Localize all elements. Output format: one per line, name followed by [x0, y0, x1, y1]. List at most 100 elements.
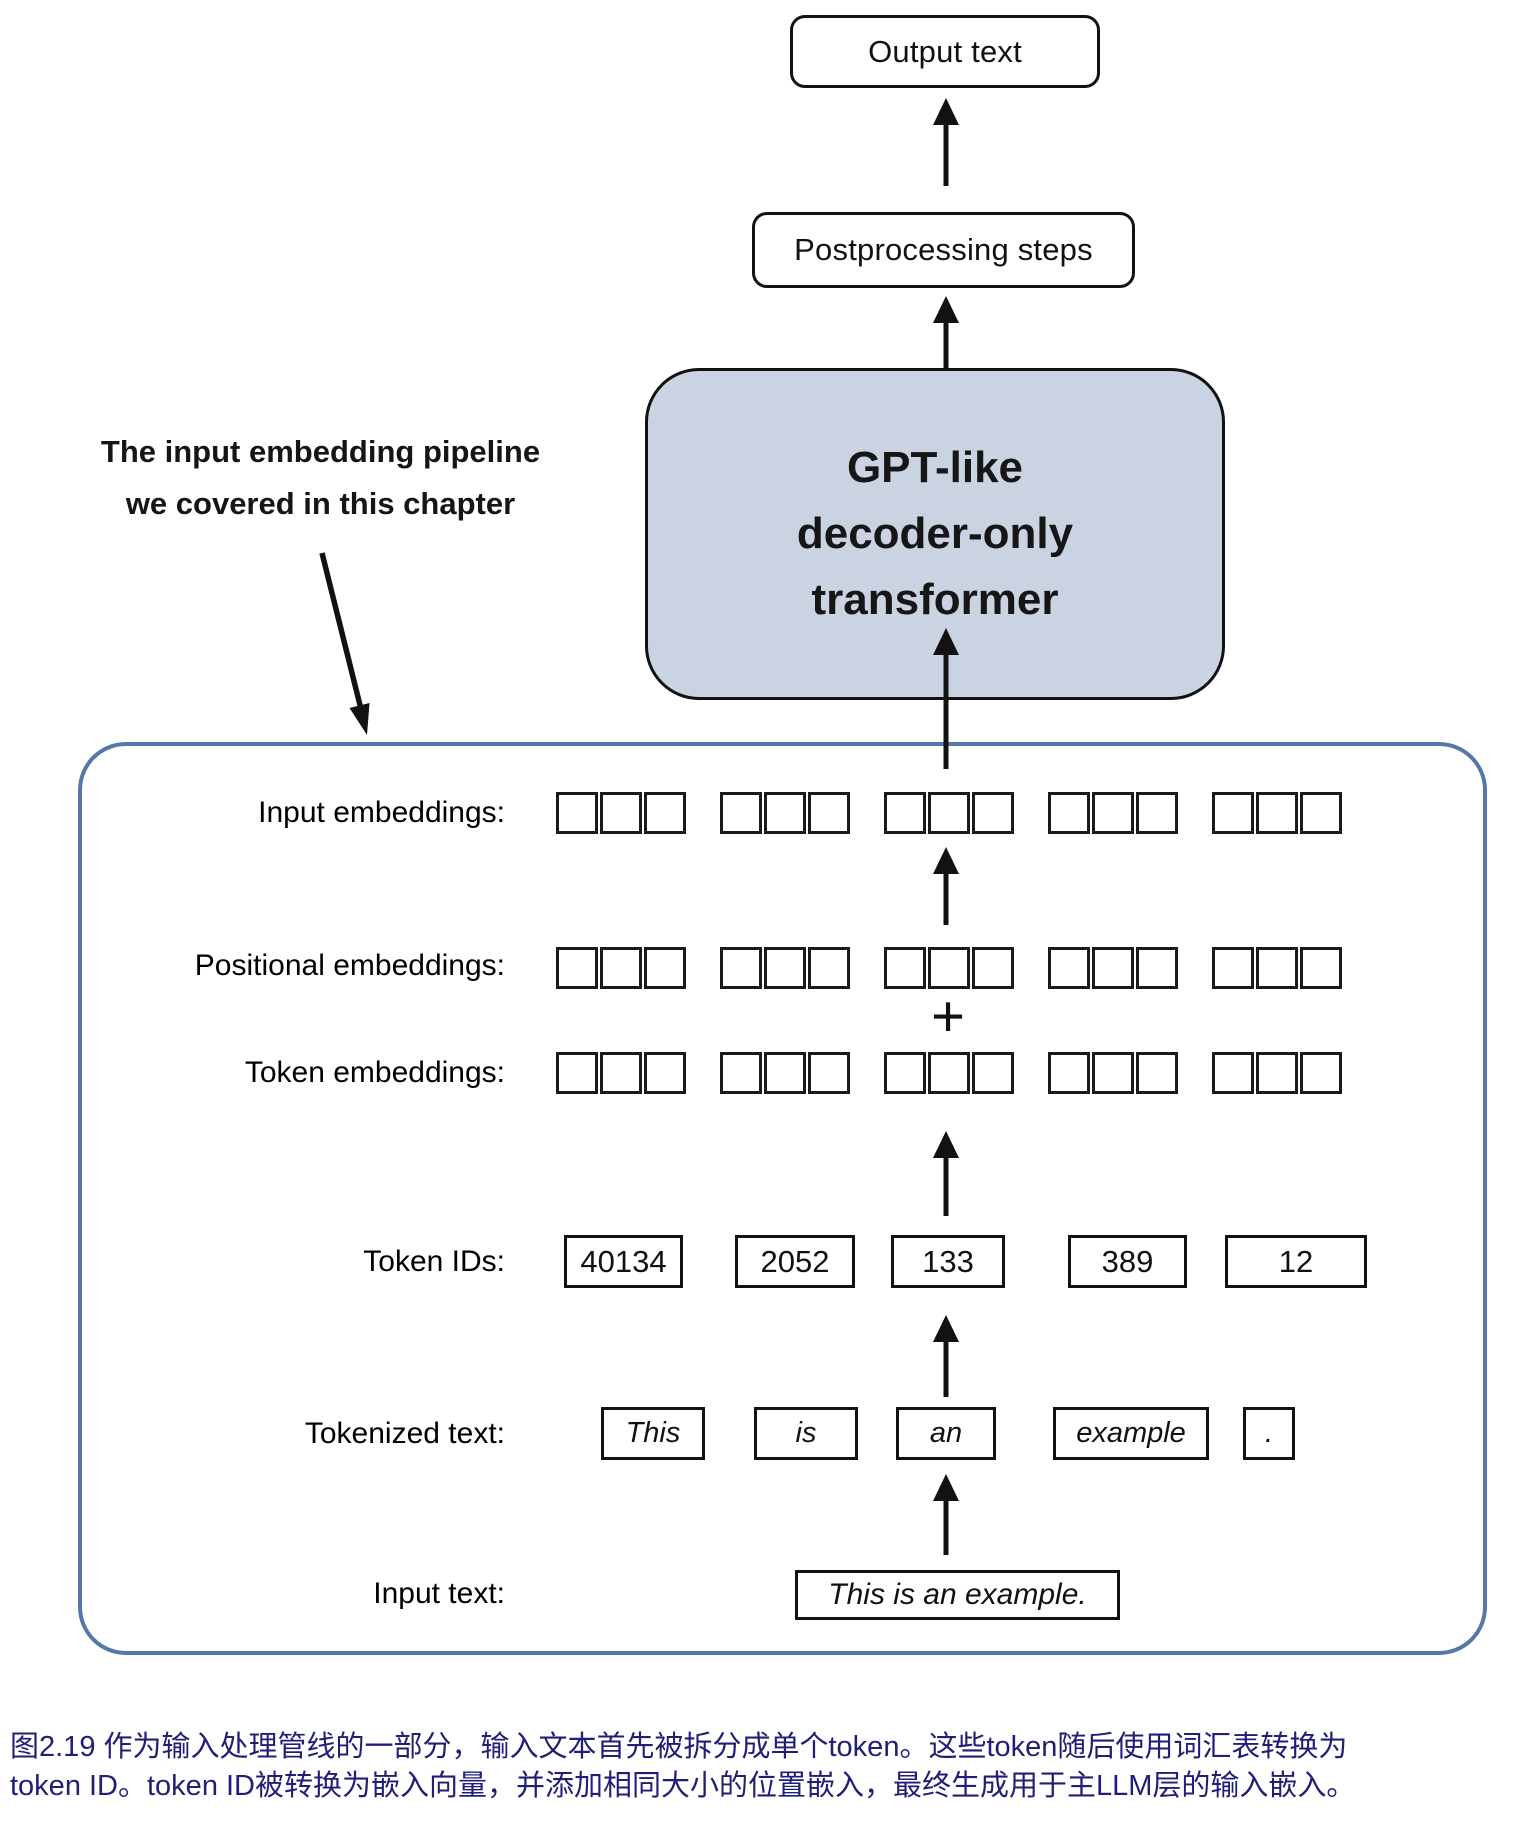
embedding-cell — [808, 947, 850, 989]
label-positional-embeddings: Positional embeddings: — [194, 949, 505, 982]
token-id-value: 2052 — [760, 1243, 830, 1279]
caption-line-1: 图2.19 作为输入处理管线的一部分，输入文本首先被拆分成单个token。这些t… — [10, 1731, 1348, 1763]
token-id-value: 389 — [1101, 1243, 1154, 1279]
embedding-cell — [972, 792, 1014, 834]
token-value: This — [625, 1417, 681, 1449]
token-box: . — [1243, 1407, 1295, 1460]
token-value: example — [1076, 1417, 1186, 1449]
token-value: an — [929, 1417, 963, 1449]
embedding-cell — [556, 792, 598, 834]
embedding-cell — [1212, 792, 1254, 834]
embedding-cell — [972, 1052, 1014, 1094]
embedding-cell — [884, 792, 926, 834]
embedding-cell — [1300, 947, 1342, 989]
embedding-cell — [928, 792, 970, 834]
embedding-cell — [1092, 947, 1134, 989]
token-box: example — [1053, 1407, 1209, 1460]
token-box: an — [896, 1407, 996, 1460]
embedding-cell — [644, 947, 686, 989]
embedding-cell — [928, 947, 970, 989]
embedding-vector-squares — [884, 792, 1014, 834]
embedding-cell — [720, 947, 762, 989]
embedding-cell — [644, 792, 686, 834]
embedding-cell — [884, 1052, 926, 1094]
annotation-note: The input embedding pipeline we covered … — [88, 426, 553, 530]
token-id-value: 12 — [1278, 1243, 1314, 1279]
label-token-ids: Token IDs: — [363, 1245, 505, 1278]
token-value: is — [795, 1417, 817, 1449]
embedding-cell — [1300, 1052, 1342, 1094]
embedding-cell — [1092, 1052, 1134, 1094]
embedding-cell — [884, 947, 926, 989]
embedding-vector-squares — [884, 1052, 1014, 1094]
token-id-box: 12 — [1225, 1235, 1367, 1288]
embedding-cell — [928, 1052, 970, 1094]
label-input-text: Input text: — [373, 1577, 505, 1610]
embedding-cell — [556, 947, 598, 989]
embedding-cell — [1212, 1052, 1254, 1094]
embedding-vector-squares — [720, 947, 850, 989]
caption-line-2: token ID。token ID被转换为嵌入向量，并添加相同大小的位置嵌入，最… — [10, 1770, 1356, 1802]
embedding-vector-squares — [1212, 792, 1342, 834]
embedding-vector-squares — [556, 792, 686, 834]
plus-icon: + — [931, 984, 965, 1049]
embedding-cell — [1256, 1052, 1298, 1094]
token-box: This — [601, 1407, 705, 1460]
gpt-box-line: decoder-only — [796, 509, 1074, 558]
embedding-cell — [600, 947, 642, 989]
embedding-cell — [644, 1052, 686, 1094]
arrow-up-icon — [930, 847, 962, 925]
embedding-cell — [600, 1052, 642, 1094]
embedding-vector-squares — [720, 1052, 850, 1094]
token-id-box: 389 — [1068, 1235, 1187, 1288]
embedding-cell — [764, 792, 806, 834]
embedding-vector-squares — [720, 792, 850, 834]
token-id-box: 2052 — [735, 1235, 855, 1288]
annotation-line-1: The input embedding pipeline — [100, 434, 541, 469]
embedding-vector-squares — [1212, 947, 1342, 989]
label-input-embeddings: Input embeddings: — [258, 796, 505, 829]
token-value: . — [1264, 1417, 1274, 1449]
token-id-value: 133 — [922, 1243, 974, 1279]
output-text-label: Output text — [868, 33, 1022, 69]
embedding-cell — [1136, 1052, 1178, 1094]
embedding-cell — [1136, 792, 1178, 834]
embedding-cell — [1048, 1052, 1090, 1094]
annotation-arrow-icon — [319, 552, 370, 735]
embedding-vector-squares — [1212, 1052, 1342, 1094]
input-embeddings-row — [556, 792, 1342, 834]
embedding-vector-squares — [556, 1052, 686, 1094]
arrow-up-icon — [930, 296, 962, 370]
embedding-vector-squares — [1048, 947, 1178, 989]
label-token-embeddings: Token embeddings: — [244, 1056, 505, 1089]
embedding-cell — [1048, 792, 1090, 834]
postprocessing-steps-box: Postprocessing steps — [752, 212, 1135, 288]
embedding-cell — [764, 1052, 806, 1094]
embedding-vector-squares — [1048, 1052, 1178, 1094]
gpt-box-line: GPT-like — [846, 443, 1024, 492]
arrow-up-icon — [930, 1474, 962, 1555]
input-text-value: This is an example. — [828, 1578, 1087, 1611]
token-id-box: 133 — [891, 1235, 1005, 1288]
embedding-vector-squares — [1048, 792, 1178, 834]
token-box: is — [754, 1407, 858, 1460]
embedding-vector-squares — [556, 947, 686, 989]
input-text-box: This is an example. — [795, 1570, 1120, 1620]
embedding-cell — [556, 1052, 598, 1094]
embedding-cell — [720, 1052, 762, 1094]
arrow-up-icon — [930, 1315, 962, 1397]
embedding-cell — [600, 792, 642, 834]
arrow-up-icon — [930, 628, 962, 769]
token-embeddings-row — [556, 1052, 1342, 1094]
embedding-cell — [808, 1052, 850, 1094]
embedding-cell — [1048, 947, 1090, 989]
embedding-cell — [764, 947, 806, 989]
postprocessing-steps-label: Postprocessing steps — [794, 232, 1093, 267]
embedding-vector-squares — [884, 947, 1014, 989]
output-text-box: Output text — [790, 15, 1100, 88]
embedding-cell — [1136, 947, 1178, 989]
embedding-cell — [720, 792, 762, 834]
embedding-cell — [972, 947, 1014, 989]
annotation-line-2: we covered in this chapter — [125, 486, 516, 521]
